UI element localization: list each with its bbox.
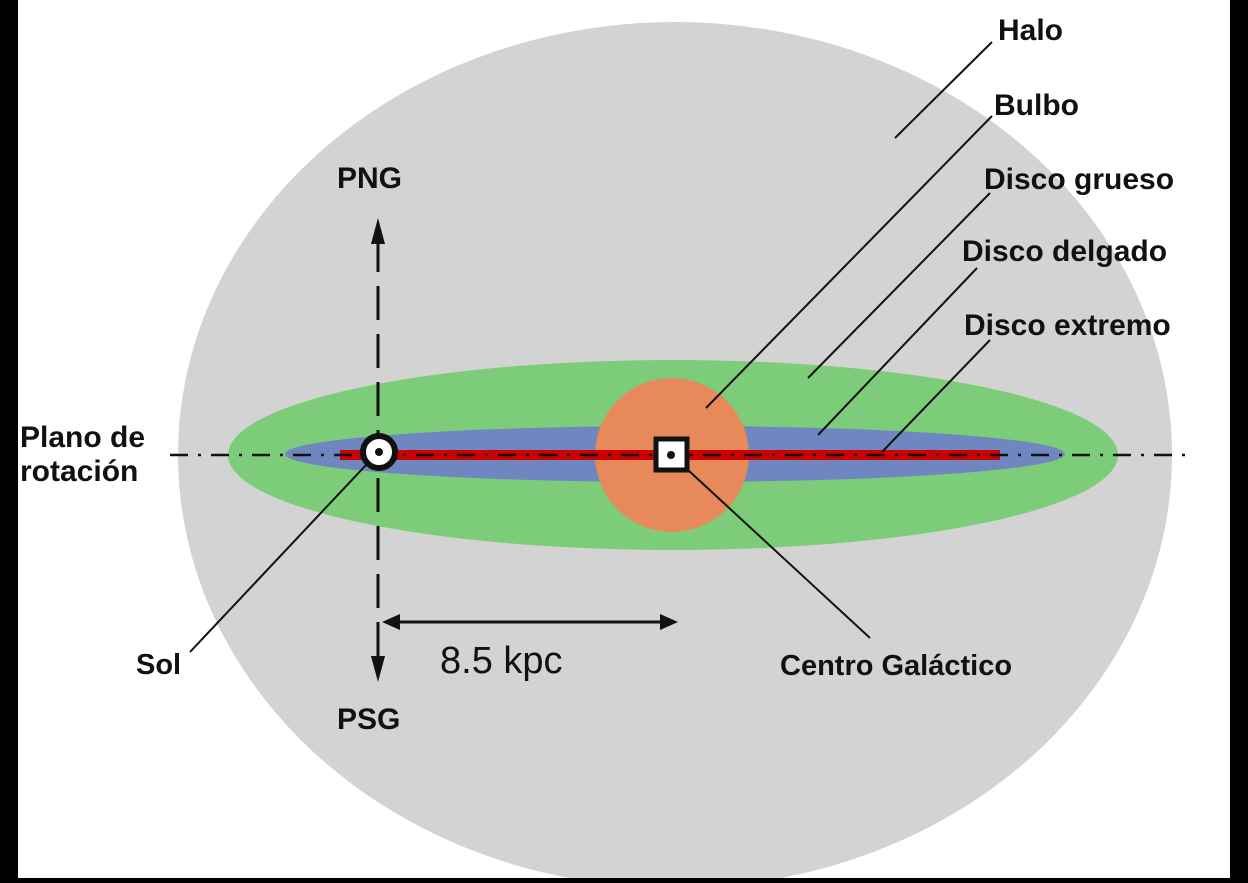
galactic-center-label: Centro Galáctico	[780, 650, 1012, 682]
distance-arrowhead-right	[660, 614, 678, 630]
south-pole-arrowhead	[371, 656, 385, 682]
halo-leader-line	[894, 41, 993, 139]
north-galactic-pole-label: PNG	[337, 162, 402, 195]
extreme-disk-leader-line	[881, 339, 991, 453]
south-galactic-pole-label: PSG	[337, 703, 400, 736]
thick-disk-leader-line	[807, 192, 991, 379]
extreme-disk-label: Disco extremo	[964, 309, 1171, 342]
sun-leader-line	[189, 464, 367, 653]
thin-disk-label: Disco delgado	[962, 235, 1167, 268]
sun-label: Sol	[136, 649, 181, 681]
halo-label: Halo	[998, 14, 1063, 47]
rotation-plane-label-line2: rotación	[20, 455, 138, 488]
rotation-plane-label-line1: Plano de	[20, 421, 145, 454]
bulge-label: Bulbo	[994, 89, 1079, 122]
north-pole-arrowhead	[371, 218, 385, 244]
bulge-leader-line	[705, 115, 993, 409]
sun-symbol-dot	[375, 448, 383, 456]
thin-disk-leader-line	[817, 267, 978, 436]
thick-disk-label: Disco grueso	[984, 163, 1174, 196]
distance-label: 8.5 kpc	[440, 640, 563, 682]
galactic-center-dot	[667, 451, 675, 459]
distance-arrowhead-left	[382, 614, 400, 630]
galactic-center-leader-line	[687, 469, 871, 639]
